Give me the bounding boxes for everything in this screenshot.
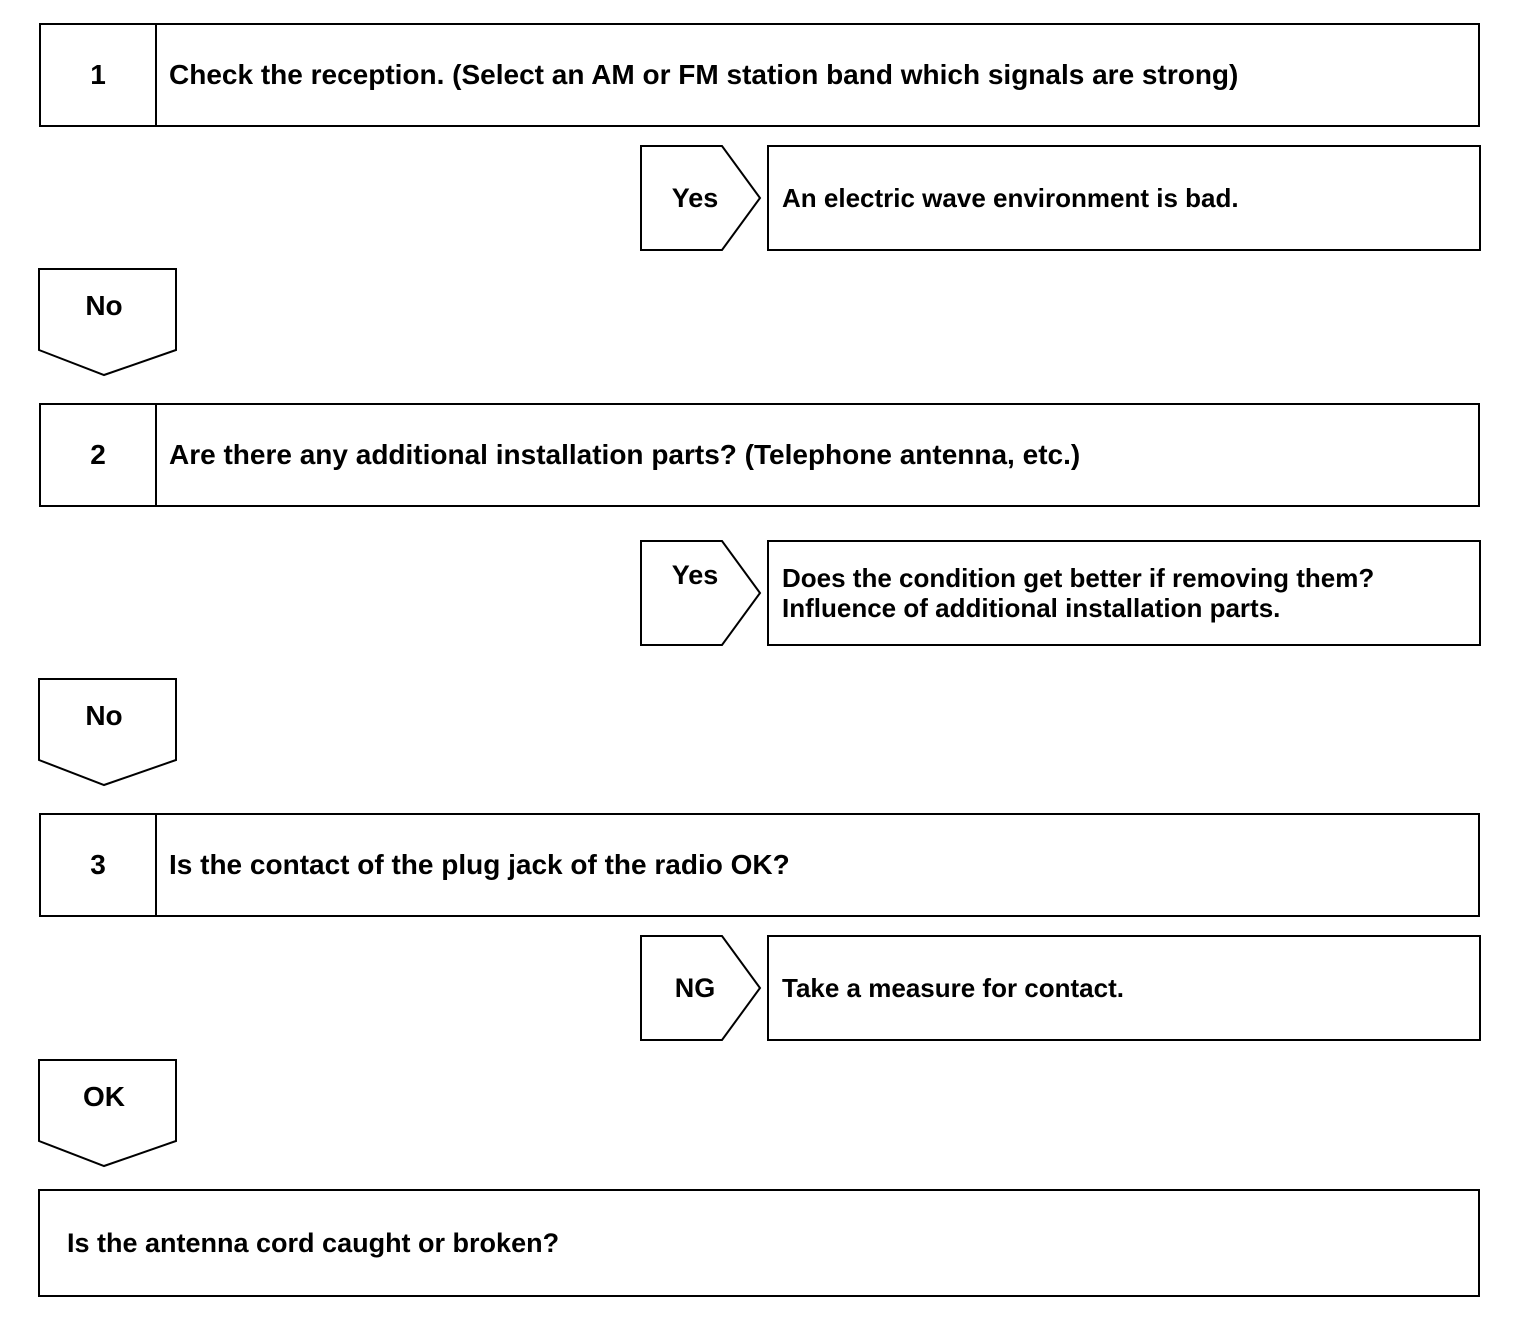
step-2-number: 2 [41, 405, 157, 505]
down-arrow-1: No [38, 268, 178, 378]
step-1-text: Check the reception. (Select an AM or FM… [169, 59, 1239, 90]
right-arrow-shape [640, 540, 762, 646]
down-arrow-3-label: OK [83, 1081, 125, 1112]
branch-3-result-line-1: Take a measure for contact. [782, 973, 1124, 1003]
branch-1-arrow: Yes [640, 145, 762, 251]
right-arrow-shape [640, 935, 762, 1041]
final-box-text: Is the antenna cord caught or broken? [67, 1227, 560, 1258]
step-2-box: 2 Are there any additional installation … [39, 403, 1480, 507]
branch-2-label: Yes [671, 560, 719, 590]
branch-2-arrow: Yes [640, 540, 762, 646]
final-box: Is the antenna cord caught or broken? [38, 1189, 1480, 1297]
branch-3-arrow: NG [640, 935, 762, 1041]
down-arrow-2: No [38, 678, 178, 788]
branch-1-result: An electric wave environment is bad. [767, 145, 1481, 251]
down-arrow-2-label: No [85, 700, 123, 731]
step-2-text: Are there any additional installation pa… [169, 439, 1081, 470]
step-1-number: 1 [41, 25, 157, 125]
down-arrow-shape [38, 268, 177, 377]
down-arrow-shape [38, 1059, 177, 1168]
branch-2-result-line-1: Does the condition get better if removin… [782, 563, 1375, 593]
step-3-text: Is the contact of the plug jack of the r… [169, 849, 790, 880]
right-arrow-shape [640, 145, 762, 251]
branch-1-result-line-1: An electric wave environment is bad. [782, 183, 1239, 213]
branch-2-result: Does the condition get better if removin… [767, 540, 1481, 646]
step-3-number: 3 [41, 815, 157, 915]
down-arrow-3: OK [38, 1059, 178, 1169]
branch-1-label: Yes [671, 182, 719, 213]
branch-3-label: NG [674, 972, 716, 1003]
down-arrow-1-label: No [85, 290, 123, 321]
down-arrow-shape [38, 678, 177, 787]
step-1-box: 1 Check the reception. (Select an AM or … [39, 23, 1480, 127]
branch-3-result: Take a measure for contact. [767, 935, 1481, 1041]
step-3-box: 3 Is the contact of the plug jack of the… [39, 813, 1480, 917]
branch-2-result-line-2: Influence of additional installation par… [782, 593, 1281, 623]
